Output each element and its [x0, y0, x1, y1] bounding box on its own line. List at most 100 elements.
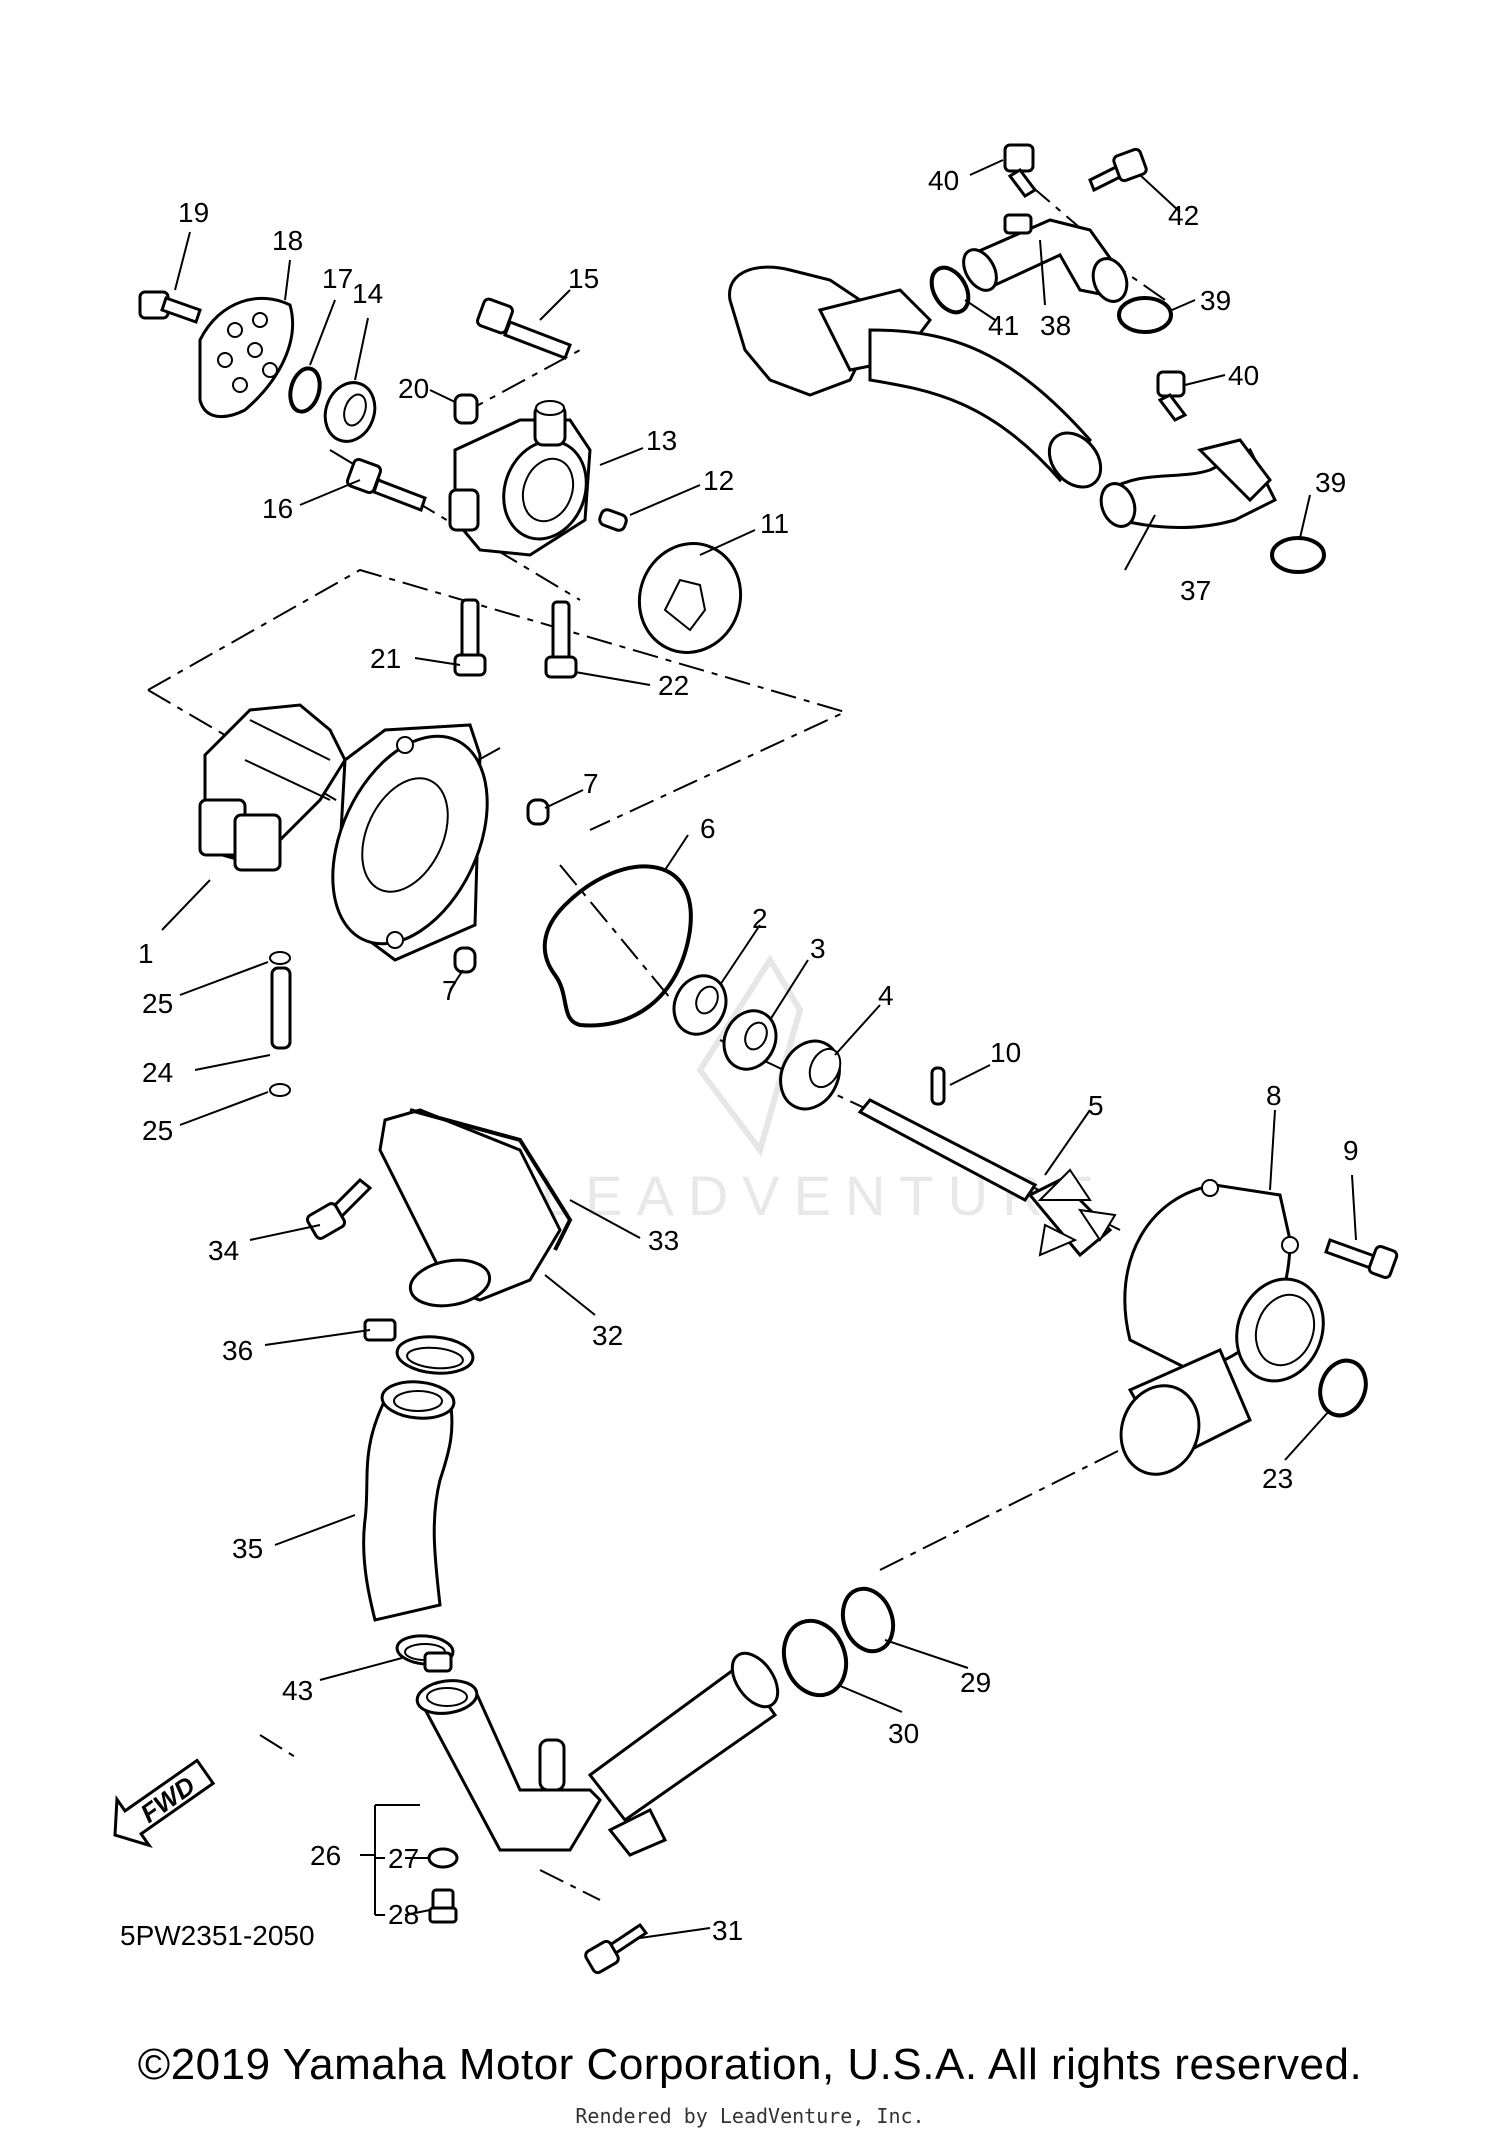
pipe-38: [962, 213, 1129, 303]
callout-28: 28: [388, 1899, 419, 1930]
water-pump-housing: [198, 703, 489, 962]
pin-12: [598, 508, 628, 532]
callout-30: 30: [888, 1718, 919, 1749]
callout-12: 12: [703, 465, 734, 496]
callout-7-lower: 7: [442, 975, 458, 1006]
callout-40-upper: 40: [928, 165, 959, 196]
impeller-shaft-5: [857, 1098, 1117, 1258]
callout-37: 37: [1180, 575, 1211, 606]
bolt-22: [544, 600, 578, 679]
callout-22: 22: [658, 670, 689, 701]
fwd-arrow-icon: FWD: [113, 1758, 216, 1849]
o-ring-30: [781, 1618, 849, 1698]
o-ring-39-upper: [1117, 296, 1173, 334]
hose-clamp-43: [395, 1634, 455, 1673]
copyright-notice: ©2019 Yamaha Motor Corporation, U.S.A. A…: [137, 2040, 1363, 2089]
o-ring-25-upper: [269, 951, 291, 965]
bolt-42: [1088, 147, 1148, 193]
callout-8: 8: [1266, 1080, 1282, 1111]
bearing-2: [672, 974, 728, 1036]
callout-29: 29: [960, 1667, 991, 1698]
washer-27: [427, 1847, 459, 1869]
hose-35: [362, 1380, 456, 1622]
callout-26: 26: [310, 1840, 341, 1871]
bolt-15: [476, 297, 572, 360]
callout-35: 35: [232, 1533, 263, 1564]
callout-21: 21: [370, 643, 401, 674]
callout-34: 34: [208, 1235, 239, 1266]
callout-14: 14: [352, 278, 383, 309]
o-ring-23: [1318, 1358, 1368, 1418]
callout-2: 2: [752, 903, 768, 934]
callout-4: 4: [878, 980, 894, 1011]
callout-38: 38: [1040, 310, 1071, 341]
callout-19: 19: [178, 197, 209, 228]
leader-lines: [161, 159, 1357, 1939]
rendered-by-note: Rendered by LeadVenture, Inc.: [575, 2104, 925, 2128]
callout-10: 10: [990, 1037, 1021, 1068]
bolt-9: [1324, 1238, 1399, 1280]
callout-5: 5: [1088, 1090, 1104, 1121]
o-ring-41: [929, 265, 971, 315]
pump-cover-8: [1119, 1179, 1325, 1476]
thermostat-housing: [728, 265, 1103, 489]
callout-31: 31: [712, 1915, 743, 1946]
pin-10: [930, 1066, 946, 1106]
gasket-6: [542, 864, 693, 1028]
callout-24: 24: [142, 1057, 173, 1088]
seal-4: [779, 1039, 842, 1111]
callout-7-upper: 7: [583, 768, 599, 799]
o-ring-29: [840, 1586, 896, 1654]
dowel-pin-upper: [526, 798, 550, 826]
bolt-31: [584, 1922, 649, 1975]
seal-3: [722, 1009, 778, 1071]
circlip-17: [288, 366, 322, 414]
bolt-34: [305, 1177, 373, 1240]
callout-13: 13: [646, 425, 677, 456]
callout-18: 18: [272, 225, 303, 256]
sprocket-18: [198, 296, 295, 419]
callout-39-upper: 39: [1200, 285, 1231, 316]
callout-1: 1: [138, 938, 154, 969]
diagram-code: 5PW2351-2050: [120, 1920, 315, 1951]
dowel-pin-lower: [453, 946, 477, 974]
bolt-21: [453, 598, 487, 677]
callout-42: 42: [1168, 200, 1199, 231]
bolt-19: [138, 290, 202, 324]
callout-9: 9: [1343, 1135, 1359, 1166]
bolt-40-upper: [1003, 143, 1038, 198]
callout-6: 6: [700, 813, 716, 844]
callout-25-lower: 25: [142, 1115, 173, 1146]
rotor-11: [637, 542, 743, 654]
callout-40-lower: 40: [1228, 360, 1259, 391]
pipe-37: [1099, 438, 1278, 529]
bearing-14: [323, 381, 377, 443]
callout-17: 17: [322, 263, 353, 294]
o-ring-39-lower: [1270, 536, 1326, 574]
callout-3: 3: [810, 933, 826, 964]
pipe-26: [415, 1651, 780, 1857]
bolt-16: [345, 457, 427, 512]
callout-32: 32: [592, 1320, 623, 1351]
bolt-40-lower: [1156, 370, 1188, 422]
callout-11: 11: [760, 508, 789, 539]
joint-pipe-24: [270, 966, 292, 1050]
callout-20: 20: [398, 373, 429, 404]
callout-15: 15: [568, 263, 599, 294]
outlet-32: [378, 1108, 573, 1308]
pump-body-13: [448, 400, 592, 557]
callout-23: 23: [1262, 1463, 1293, 1494]
callout-41: 41: [988, 310, 1019, 341]
callout-33: 33: [648, 1225, 679, 1256]
callout-43: 43: [282, 1675, 313, 1706]
bolt-28: [428, 1888, 458, 1924]
callout-39-lower: 39: [1315, 467, 1346, 498]
o-ring-25-lower: [269, 1083, 291, 1097]
dowel-pin-20: [453, 393, 479, 425]
callout-25-upper: 25: [142, 988, 173, 1019]
hose-clamp-36: [363, 1318, 475, 1375]
part-callouts: 1 2 3 4 5 6 7 7 8 9 10 11 12 13 14 15 16…: [138, 165, 1359, 1946]
callout-27: 27: [388, 1843, 419, 1874]
callout-36: 36: [222, 1335, 253, 1366]
